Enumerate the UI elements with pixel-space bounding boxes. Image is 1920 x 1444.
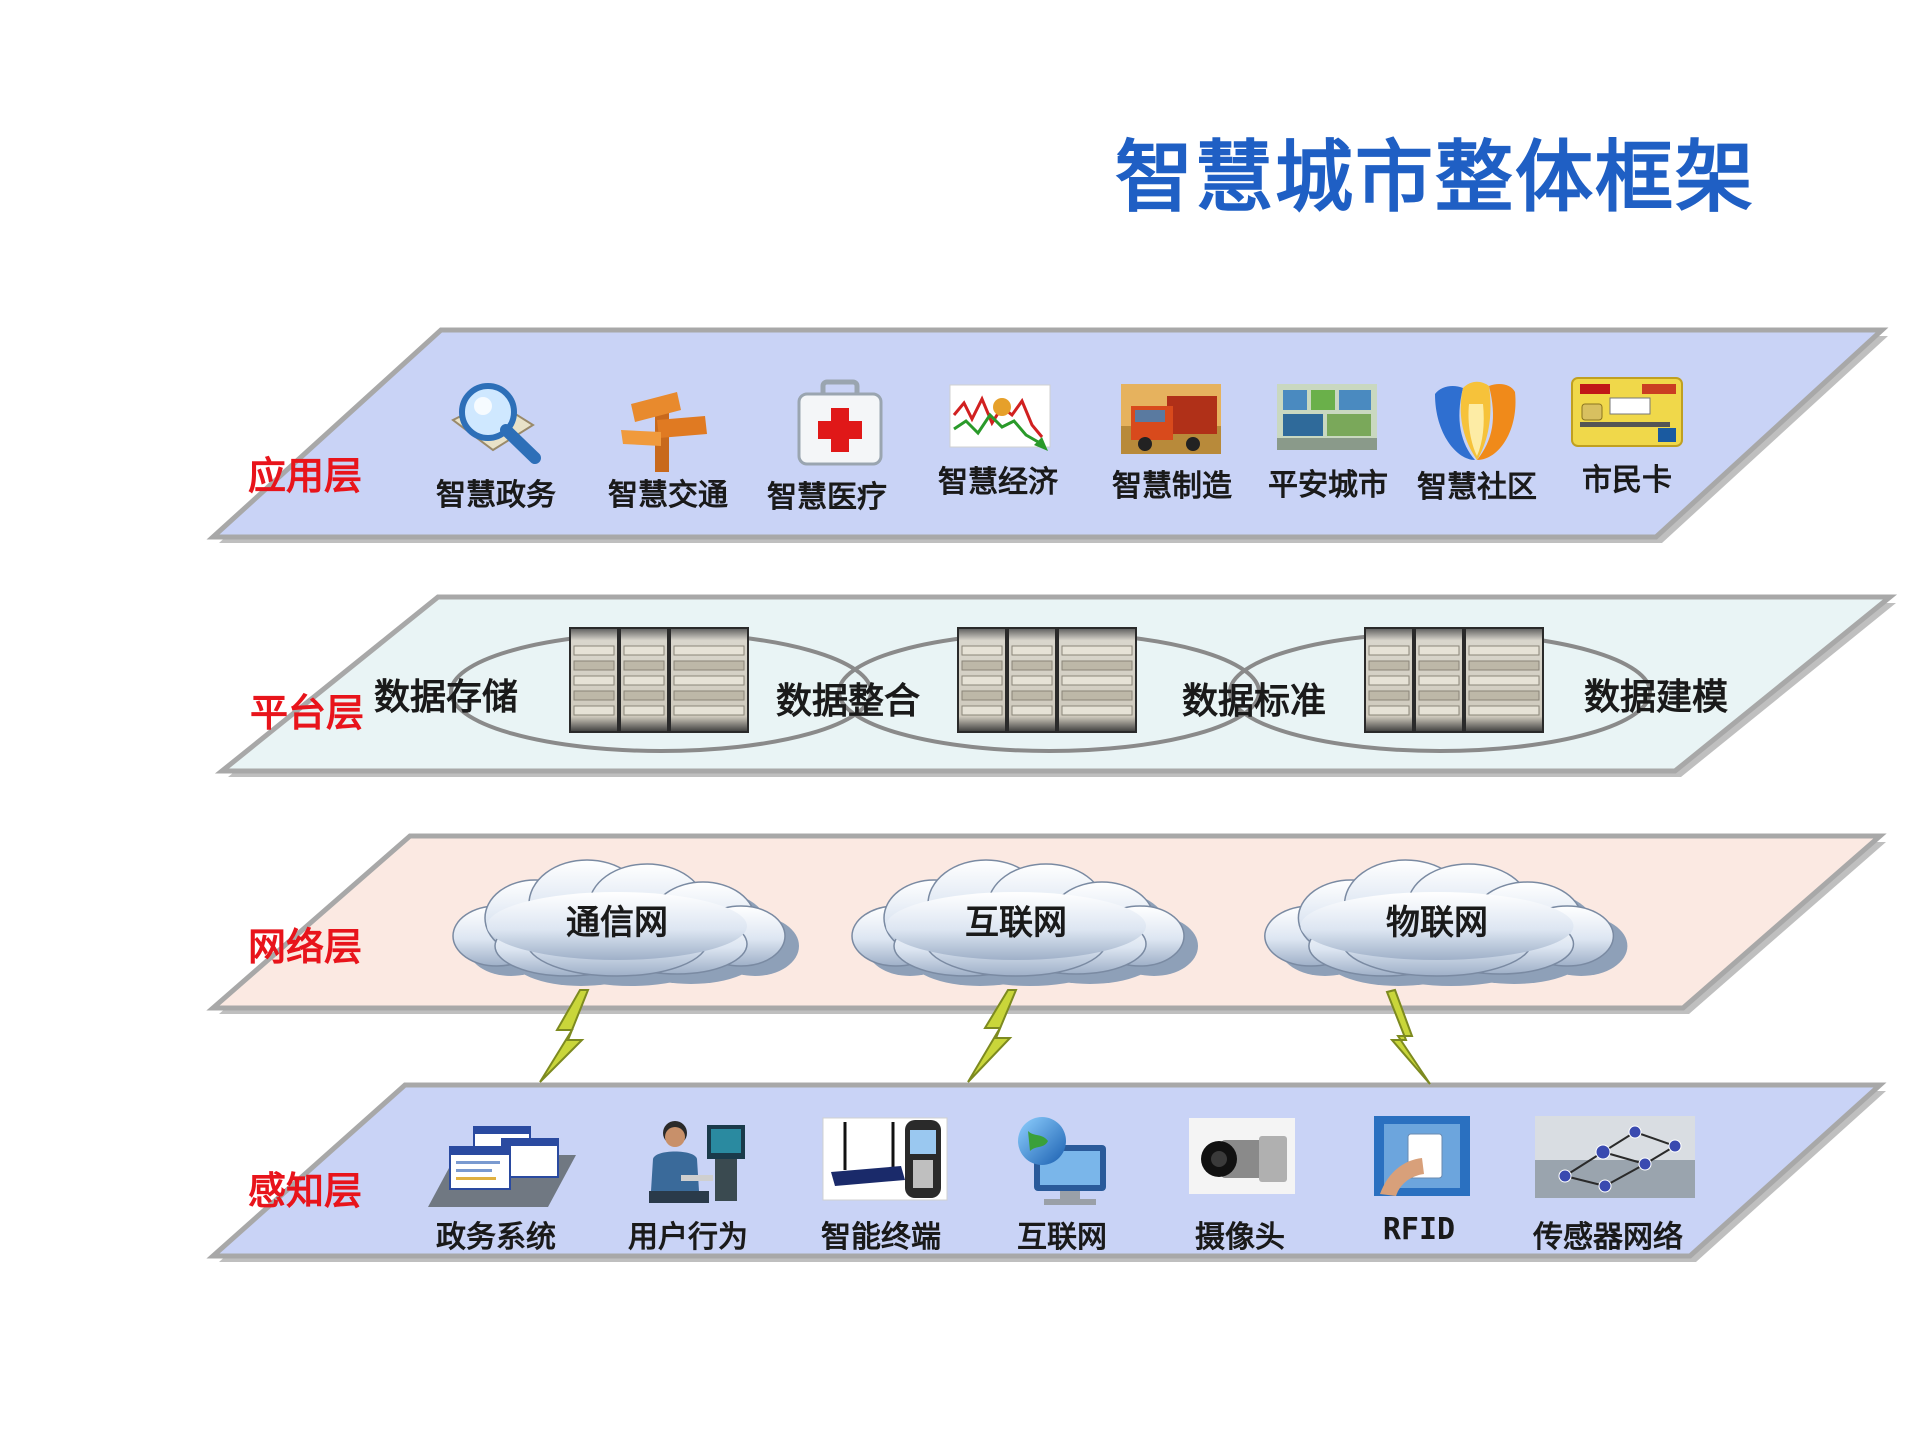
platform-label-standard: 数据标准 <box>1181 681 1327 722</box>
lightning-bolt-icon <box>967 989 1018 1083</box>
perception-item-label-rfid: RFID <box>1382 1212 1456 1247</box>
app-item-label-gov: 智慧政务 <box>436 478 556 513</box>
platform-label-storage: 数据存储 <box>373 677 519 718</box>
app-item-label-transport: 智慧交通 <box>608 478 728 513</box>
app-item-label-citizen-card: 市民卡 <box>1582 463 1672 498</box>
page-title: 智慧城市整体框架 <box>1115 133 1756 223</box>
lightning-bolts <box>539 988 1431 1085</box>
cloud-icon <box>452 859 799 986</box>
network-layer-label: 网络层 <box>248 925 363 969</box>
cloud-icon <box>851 859 1198 986</box>
perception-item-label-sensor-network: 传感器网络 <box>1533 1220 1683 1255</box>
community-logo-icon <box>1435 381 1516 460</box>
lightning-bolt-icon <box>539 989 590 1083</box>
app-item-label-manufacturing: 智慧制造 <box>1112 469 1232 504</box>
lightning-bolt-icon <box>1385 988 1431 1085</box>
server-rack-icon <box>1057 627 1137 733</box>
cloud-label-telecom: 通信网 <box>566 903 668 943</box>
server-racks <box>569 627 1544 733</box>
stock-chart-icon <box>949 384 1051 451</box>
camera-icon <box>1189 1118 1295 1194</box>
server-rack-icon <box>1464 627 1544 733</box>
globe-monitor-icon <box>1018 1117 1106 1205</box>
server-rack-icon <box>1364 627 1414 733</box>
first-aid-kit-icon <box>797 379 883 466</box>
server-rack-icon <box>957 627 1007 733</box>
cloud-icon <box>1264 859 1628 986</box>
perception-item-label-smart-terminal: 智能终端 <box>821 1220 941 1255</box>
government-system-screens-icon <box>428 1126 576 1207</box>
signpost-icon <box>621 392 707 472</box>
platform-label-integration: 数据整合 <box>775 681 921 722</box>
citizen-card-icon <box>1571 377 1683 447</box>
truck-icon <box>1121 384 1221 454</box>
application-layer-label: 应用层 <box>248 454 363 498</box>
server-rack-icon <box>1007 627 1057 733</box>
perception-layer-label: 感知层 <box>248 1169 363 1213</box>
user-at-computer-icon <box>649 1121 745 1203</box>
magnifier-map-icon <box>451 383 541 464</box>
app-item-label-economy: 智慧经济 <box>938 465 1058 500</box>
app-item-label-safe-city: 平安城市 <box>1268 468 1388 503</box>
platform-label-modeling: 数据建模 <box>1583 677 1729 718</box>
server-rack-icon <box>619 627 669 733</box>
app-item-label-community: 智慧社区 <box>1417 470 1537 505</box>
sensor-network-icon <box>1535 1116 1695 1198</box>
cloud-label-internet: 互联网 <box>965 903 1067 943</box>
app-item-label-medical: 智慧医疗 <box>767 480 887 515</box>
network-clouds <box>452 859 1628 986</box>
perception-item-label-camera: 摄像头 <box>1195 1220 1285 1255</box>
rfid-card-icon <box>1374 1116 1470 1196</box>
city-surveillance-icon <box>1277 384 1377 450</box>
cloud-label-iot: 物联网 <box>1386 903 1488 943</box>
perception-item-label-gov-system: 政务系统 <box>436 1220 556 1255</box>
perception-item-label-internet: 互联网 <box>1017 1220 1107 1255</box>
server-rack-icon <box>669 627 749 733</box>
router-phone-icon <box>822 1117 948 1201</box>
server-rack-icon <box>569 627 619 733</box>
perception-item-label-user-behavior: 用户行为 <box>628 1220 748 1255</box>
platform-layer-label: 平台层 <box>250 691 365 735</box>
server-rack-icon <box>1414 627 1464 733</box>
